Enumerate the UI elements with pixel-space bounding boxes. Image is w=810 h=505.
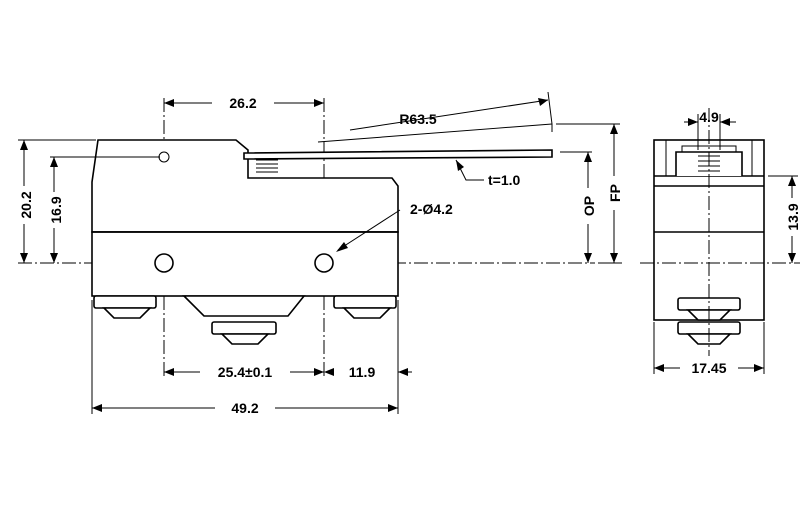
lever-free-position-line — [317, 123, 553, 143]
dim-side-width: 17.45 — [653, 322, 765, 376]
dim-right-offset: 11.9 — [324, 364, 412, 380]
dim-op: OP — [560, 151, 597, 263]
dim-fp: FP — [556, 123, 623, 264]
lever-spring — [256, 159, 278, 173]
dim-hole-pitch-text: 25.4±0.1 — [218, 364, 273, 380]
dim-right-offset-text: 11.9 — [349, 364, 376, 380]
dim-side-height: 13.9 — [768, 175, 801, 263]
dim-hole-pitch: 25.4±0.1 — [164, 364, 324, 380]
dim-height-lever-text: 16.9 — [48, 196, 64, 223]
mounting-hole-left — [154, 253, 174, 273]
dim-thickness: t=1.0 — [455, 159, 521, 188]
plunger-top — [681, 145, 737, 152]
center-terminal-housing — [182, 295, 306, 317]
dim-plunger-width: 4.9 — [684, 109, 736, 150]
dim-height-lever: 16.9 — [48, 156, 160, 263]
terminal-left — [93, 295, 157, 319]
dim-plunger-width-text: 4.9 — [699, 109, 719, 125]
dim-radius-text: R63.5 — [399, 111, 437, 127]
dim-height-total-text: 20.2 — [18, 191, 34, 218]
mounting-hole-right — [314, 253, 334, 273]
terminal-center — [211, 321, 277, 345]
dim-height-total: 20.2 — [18, 139, 96, 263]
front-view: 26.2 R63.5 t=1.0 2-Ø4.2 20.2 — [18, 91, 623, 416]
terminal-right — [333, 295, 397, 319]
dim-radius: R63.5 — [349, 91, 553, 131]
dim-holes: 2-Ø4.2 — [336, 201, 453, 252]
dim-side-height-text: 13.9 — [785, 203, 801, 230]
dim-lever-offset-text: 26.2 — [229, 95, 256, 111]
dim-side-width-text: 17.45 — [691, 360, 726, 376]
side-view: 4.9 13.9 17.45 — [640, 108, 801, 376]
dim-thickness-text: t=1.0 — [488, 172, 521, 188]
dim-lever-offset: 26.2 — [164, 95, 324, 111]
dim-total-width: 49.2 — [92, 400, 398, 416]
label-fp: FP — [607, 184, 623, 202]
dim-holes-text: 2-Ø4.2 — [410, 201, 453, 217]
lever-arm — [243, 149, 553, 160]
dim-total-width-text: 49.2 — [231, 400, 258, 416]
label-op: OP — [581, 196, 597, 216]
switch-body-bottom — [91, 231, 399, 297]
